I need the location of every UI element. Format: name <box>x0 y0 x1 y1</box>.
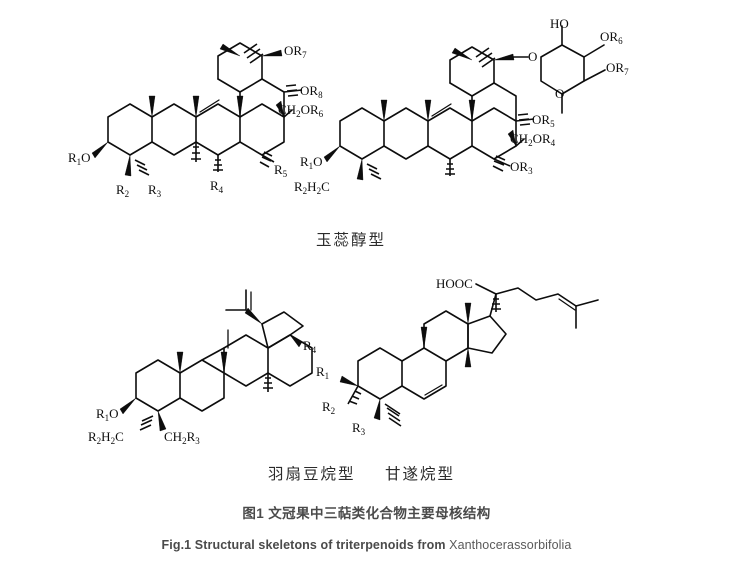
label-r4: R4 <box>303 338 317 355</box>
ring-d-cyclopentane <box>467 315 507 354</box>
ring-b-bonds <box>179 359 225 412</box>
label-r2h2c: R2H2C <box>294 179 330 196</box>
structure-baccharane-aglycone: R1O R2 R3 R4 R5 CH2OR6 OR7 OR8 <box>68 22 333 222</box>
label-r1o: R1O <box>300 154 323 171</box>
structure-tirucallane: R1 R2 R3 HOOC <box>316 268 610 448</box>
label-glycosidic-o: O <box>528 49 537 64</box>
ring-e-cyclopentane <box>261 311 304 349</box>
ring-d-bonds <box>239 103 285 156</box>
substituent-bonds <box>339 375 402 427</box>
label-ch2or4: CH2OR4 <box>510 131 556 148</box>
structure-a-drawing: R1O R2 R3 R4 R5 CH2OR6 OR7 OR8 <box>68 42 324 199</box>
label-r1o: R1O <box>96 406 119 423</box>
structure-d-labels: R1 R2 R3 HOOC <box>316 276 473 437</box>
label-or5: OR5 <box>532 112 555 129</box>
label-or6: OR6 <box>600 29 623 46</box>
methyl-wedges <box>176 334 303 392</box>
ring-a-bonds <box>357 347 403 400</box>
ring-c-bonds <box>427 103 473 160</box>
methyl-wedges <box>380 47 496 122</box>
label-r2h2c: R2H2C <box>88 429 124 446</box>
structure-c-drawing: R1O R2H2C CH2R3 R4 <box>88 289 317 446</box>
label-ho: HO <box>550 16 569 31</box>
type-label-lupane: 羽扇豆烷型 <box>268 466 356 483</box>
caption-species-name: Xanthocerassorbifolia <box>449 538 572 552</box>
label-r1o: R1O <box>68 150 91 167</box>
methyl-wedges <box>420 302 472 368</box>
ring-c-bonds <box>201 329 269 387</box>
ring-a-bonds <box>339 107 385 160</box>
label-r3: R3 <box>148 182 162 199</box>
label-r2: R2 <box>116 182 129 199</box>
substituent-bonds <box>91 49 303 177</box>
figure-caption-chinese: 图1 文冠果中三萜类化合物主要母核结构 <box>242 506 491 521</box>
structure-b-drawing: R1O R2H2C OR3 CH2OR4 OR5 O O HO OR6 OR7 <box>294 16 629 196</box>
label-r5: R5 <box>274 162 288 179</box>
structure-c-labels: R1O R2H2C CH2R3 R4 <box>88 338 317 446</box>
structure-b-labels: R1O R2H2C OR3 CH2OR4 OR5 O O HO OR6 OR7 <box>294 16 629 196</box>
ring-d-bonds <box>471 107 517 160</box>
type-label-tirucallane: 甘遂烷型 <box>385 466 456 483</box>
structure-a-labels: R1O R2 R3 R4 R5 CH2OR6 OR7 OR8 <box>68 43 324 199</box>
ring-b-bonds <box>151 103 197 156</box>
methyl-wedges <box>148 43 264 118</box>
ring-a-bonds <box>135 359 181 412</box>
label-r2: R2 <box>322 399 335 416</box>
figure-caption-english: Fig.1 Structural skeletons of triterpeno… <box>0 538 733 552</box>
substituent-bonds <box>323 53 535 181</box>
label-or3: OR3 <box>510 159 533 176</box>
label-ring-o: O <box>555 86 564 101</box>
structure-d-drawing: R1 R2 R3 HOOC <box>316 276 599 437</box>
substituent-bonds <box>119 397 167 432</box>
caption-english-main: Fig.1 Structural skeletons of triterpeno… <box>161 538 450 552</box>
label-r1: R1 <box>316 364 329 381</box>
ring-b-bonds <box>383 107 429 160</box>
sugar-ring <box>540 25 606 114</box>
ring-b-bonds <box>401 347 447 400</box>
type-label-baccharane: 玉蕊醇型 <box>316 232 387 249</box>
label-or7: OR7 <box>606 60 629 77</box>
label-ch2or6: CH2OR6 <box>278 102 324 119</box>
side-chain <box>475 283 599 329</box>
structure-baccharane-glycoside: R1O R2H2C OR3 CH2OR4 OR5 O O HO OR6 OR7 <box>294 16 652 223</box>
ring-a-bonds <box>107 103 153 156</box>
structure-lupane: R1O R2H2C CH2R3 R4 <box>88 268 348 448</box>
ring-c-bonds <box>195 99 241 156</box>
label-r4: R4 <box>210 178 224 195</box>
label-r3: R3 <box>352 420 366 437</box>
ring-c-bonds <box>423 310 469 362</box>
isopropenyl-group <box>225 289 263 325</box>
label-ch2r3: CH2R3 <box>164 429 200 446</box>
label-or8: OR8 <box>300 83 323 100</box>
label-hooc: HOOC <box>436 276 473 291</box>
label-or7: OR7 <box>284 43 307 60</box>
